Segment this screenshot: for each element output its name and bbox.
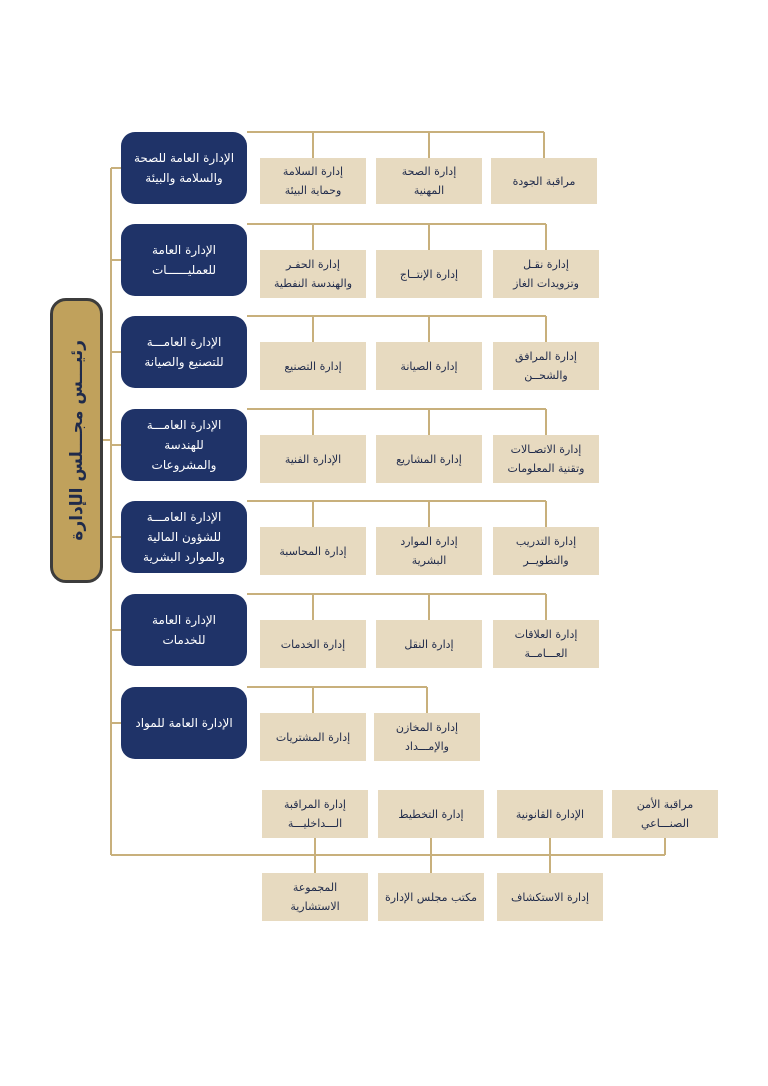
dept-facilities-shipping: إدارة المرافق والشحــن bbox=[493, 342, 599, 390]
dept-projects: إدارة المشاريع bbox=[376, 435, 482, 483]
unit-board-office: مكتب مجلس الإدارة bbox=[378, 873, 484, 921]
gm-manufacturing-maintenance: الإدارة العامـــة للتصنيع والصيانة bbox=[121, 316, 247, 388]
dept-technical: الإدارة الفنية bbox=[260, 435, 366, 483]
dept-gas-transport-supply: إدارة نقـل وتزويدات الغاز bbox=[493, 250, 599, 298]
dept-training-development: إدارة التدريب والتطويــر bbox=[493, 527, 599, 575]
dept-human-resources: إدارة الموارد البشرية bbox=[376, 527, 482, 575]
gm-operations: الإدارة العامة للعمليــــــات bbox=[121, 224, 247, 296]
dept-drilling-petroleum-engineering: إدارة الحفـر والهندسة النفطية bbox=[260, 250, 366, 298]
dept-warehouses-supply: إدارة المخازن والإمـــداد bbox=[374, 713, 480, 761]
unit-planning: إدارة التخطيط bbox=[378, 790, 484, 838]
dept-transport: إدارة النقل bbox=[376, 620, 482, 668]
gm-materials: الإدارة العامة للمواد bbox=[121, 687, 247, 759]
dept-public-relations: إدارة العلاقات العـــامــة bbox=[493, 620, 599, 668]
dept-quality-control: مراقبة الجودة bbox=[491, 158, 597, 204]
dept-communications-it: إدارة الاتصـالات وتقنية المعلومات bbox=[493, 435, 599, 483]
unit-industrial-security: مراقبة الأمن الصنـــاعي bbox=[612, 790, 718, 838]
dept-safety-environment: إدارة السلامة وحماية البيئة bbox=[260, 158, 366, 204]
dept-procurement: إدارة المشتريات bbox=[260, 713, 366, 761]
dept-manufacturing: إدارة التصنيع bbox=[260, 342, 366, 390]
gm-services: الإدارة العامة للخدمات bbox=[121, 594, 247, 666]
board-chairman-box: رئيـــس مجـــلس الإدارة bbox=[50, 298, 103, 583]
gm-finance-human-resources: الإدارة العامـــة للشؤون المالية والموار… bbox=[121, 501, 247, 573]
dept-production: إدارة الإنتــاج bbox=[376, 250, 482, 298]
dept-occupational-health: إدارة الصحة المهنية bbox=[376, 158, 482, 204]
dept-maintenance: إدارة الصيانة bbox=[376, 342, 482, 390]
board-chairman-label: رئيـــس مجـــلس الإدارة bbox=[66, 340, 87, 541]
dept-accounting: إدارة المحاسبة bbox=[260, 527, 366, 575]
gm-health-safety-environment: الإدارة العامة للصحة والسلامة والبيئة bbox=[121, 132, 247, 204]
gm-engineering-projects: الإدارة العامـــة للهندسة والمشروعات bbox=[121, 409, 247, 481]
unit-advisory-group: المجموعة الاستشارية bbox=[262, 873, 368, 921]
dept-services: إدارة الخدمات bbox=[260, 620, 366, 668]
unit-internal-audit: إدارة المراقبة الـــداخليـــة bbox=[262, 790, 368, 838]
unit-legal: الإدارة القانونية bbox=[497, 790, 603, 838]
unit-exploration: إدارة الاستكشاف bbox=[497, 873, 603, 921]
